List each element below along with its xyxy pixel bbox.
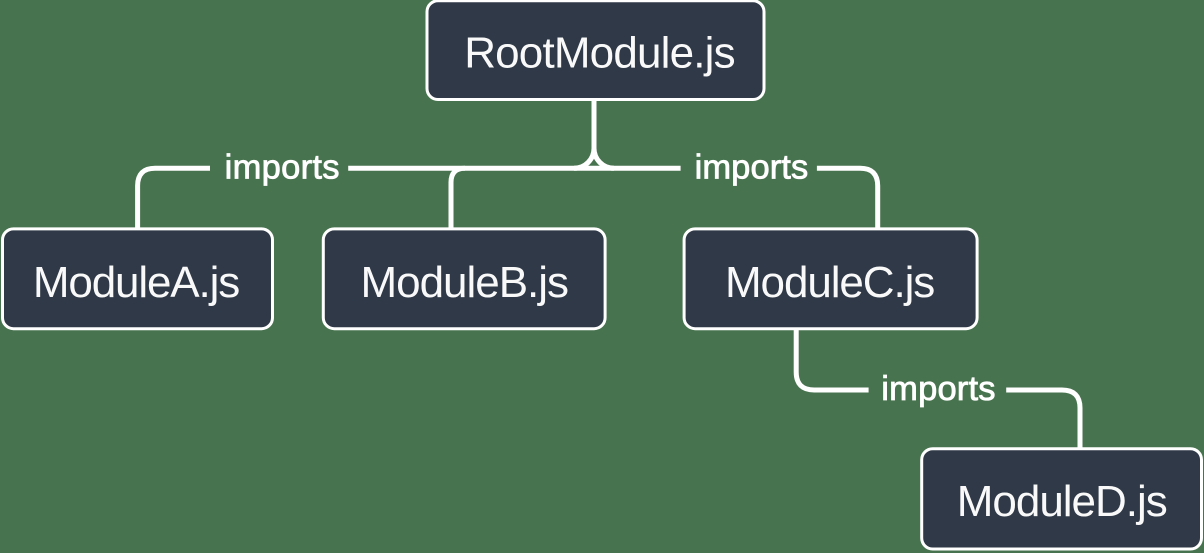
- svg-text:ModuleD.js: ModuleD.js: [957, 477, 1168, 526]
- svg-text:imports: imports: [881, 370, 995, 408]
- svg-text:ModuleC.js: ModuleC.js: [725, 258, 935, 307]
- svg-text:imports: imports: [695, 149, 809, 187]
- svg-text:ModuleB.js: ModuleB.js: [361, 258, 570, 307]
- svg-text:RootModule.js: RootModule.js: [464, 28, 735, 77]
- svg-text:ModuleA.js: ModuleA.js: [33, 258, 240, 307]
- svg-text:imports: imports: [225, 149, 340, 187]
